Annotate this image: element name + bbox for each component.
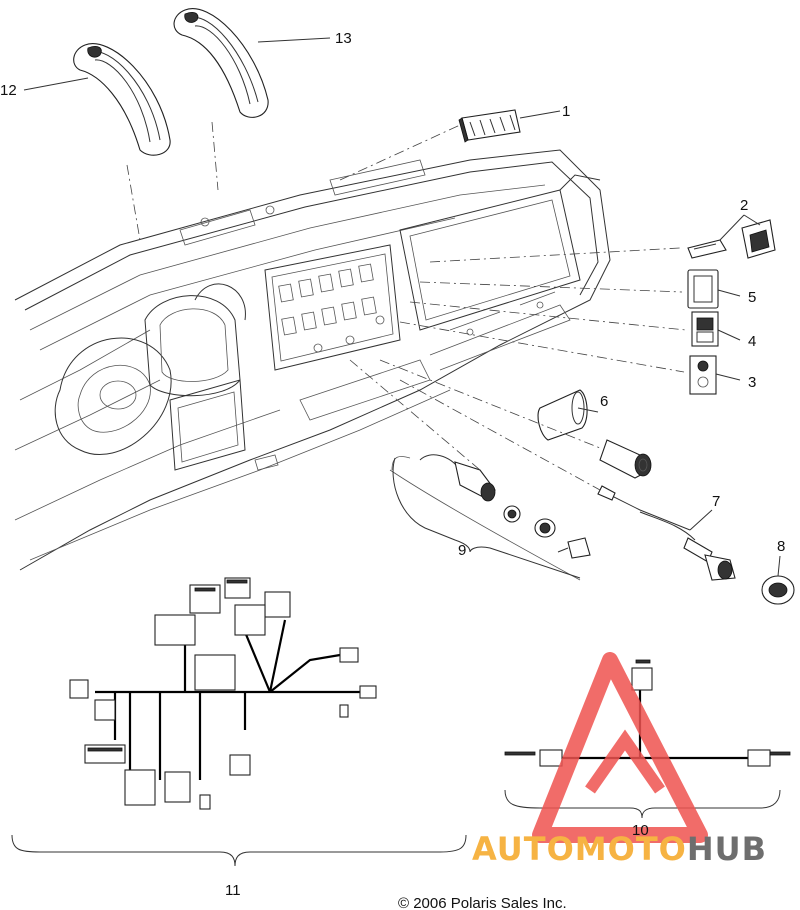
callout-8: 8 bbox=[777, 538, 785, 555]
callout-numbers: 1 2 3 4 5 6 7 8 9 10 11 12 13 bbox=[0, 30, 785, 899]
callout-7: 7 bbox=[712, 493, 720, 510]
part-8-grommet bbox=[761, 575, 795, 605]
grab-handle-12 bbox=[73, 43, 171, 156]
svg-text:AUTOMOTOHUB: AUTOMOTOHUB bbox=[472, 830, 767, 868]
part-6-power-outlet bbox=[537, 389, 652, 479]
callout-1: 1 bbox=[562, 103, 570, 120]
callout-13: 13 bbox=[335, 30, 352, 47]
dashboard-assembly bbox=[14, 149, 611, 571]
callout-5: 5 bbox=[748, 289, 756, 306]
watermark-part1: AUTOMOTO bbox=[472, 830, 687, 868]
part-2-switch-covers bbox=[687, 219, 776, 259]
watermark-part2: HUB bbox=[687, 830, 767, 868]
callout-10: 10 bbox=[632, 822, 649, 839]
brace-10 bbox=[504, 789, 781, 819]
part-1-connector bbox=[458, 109, 521, 143]
part-4-rocker-switch bbox=[691, 311, 719, 347]
callout-3: 3 bbox=[748, 374, 756, 391]
callout-2: 2 bbox=[740, 197, 748, 214]
automotohub-watermark: AUTOMOTOHUB bbox=[472, 652, 767, 868]
switch-panel-slots bbox=[278, 263, 385, 353]
wiring-harness-10 bbox=[504, 659, 791, 767]
brace-9 bbox=[392, 457, 581, 579]
part-3-rocker-switch bbox=[689, 355, 717, 395]
harness-tiny-labels bbox=[87, 579, 248, 752]
copyright-notice: © 2006 Polaris Sales Inc. bbox=[398, 895, 567, 910]
callout-9: 9 bbox=[458, 542, 466, 559]
callout-11: 11 bbox=[225, 882, 241, 899]
callout-6: 6 bbox=[600, 393, 608, 410]
brace-11 bbox=[11, 834, 467, 867]
callout-leaders bbox=[23, 37, 781, 577]
part-9-ignition-switch bbox=[419, 454, 591, 559]
callout-12: 12 bbox=[0, 82, 17, 99]
grab-handle-13 bbox=[173, 8, 269, 118]
callout-4: 4 bbox=[748, 333, 756, 350]
part-7-cable bbox=[597, 485, 736, 581]
part-5-bezel bbox=[687, 269, 719, 309]
wiring-harness-11 bbox=[69, 577, 377, 810]
